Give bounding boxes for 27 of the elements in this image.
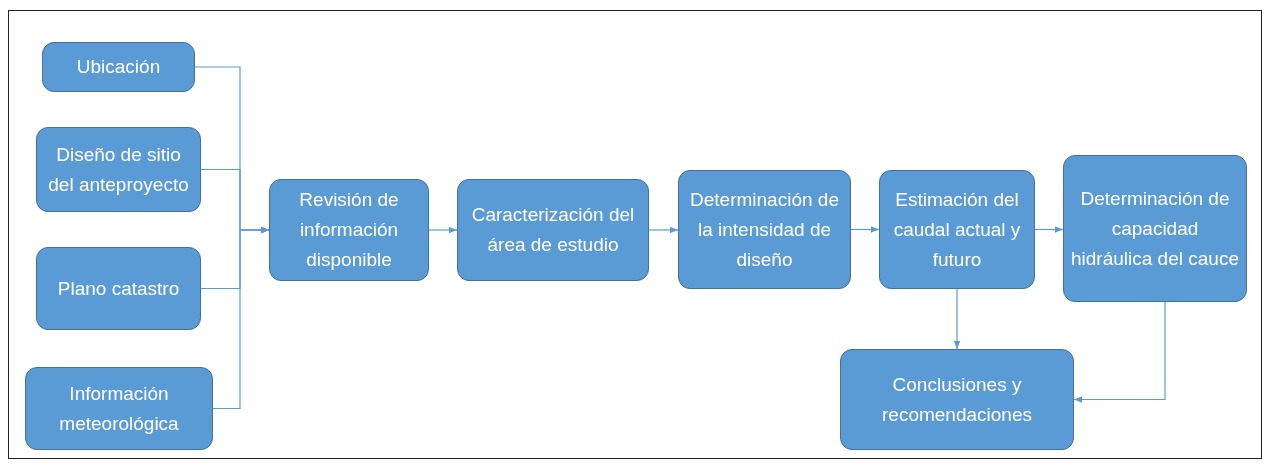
process-box xyxy=(457,179,649,281)
box-label: Revisión de información disponible xyxy=(298,188,400,272)
process-box xyxy=(1063,155,1247,302)
process-box xyxy=(678,170,851,289)
box-label: Conclusiones y recomendaciones xyxy=(881,372,1033,427)
process-box xyxy=(42,42,195,92)
box-label: Plano catastro xyxy=(57,276,180,301)
box-label: Caracterización del área de estudio xyxy=(470,203,636,257)
box-label: Información meteorológica xyxy=(58,381,180,436)
process-box xyxy=(840,349,1074,450)
box-label: Ubicación xyxy=(76,55,161,79)
process-box xyxy=(879,170,1035,289)
process-box xyxy=(36,247,201,330)
box-label: Diseño de sitio del anteproyecto xyxy=(47,142,190,197)
arrow xyxy=(953,288,961,350)
arrow xyxy=(1034,226,1064,233)
box-label: Determinación de capacidad hidráulica del cauce xyxy=(1070,186,1240,271)
arrow xyxy=(212,226,270,410)
arrow xyxy=(1073,301,1166,403)
process-box xyxy=(269,179,429,281)
process-box xyxy=(36,127,201,212)
arrow xyxy=(850,226,880,233)
box-label: Estimación del caudal actual y futuro xyxy=(892,187,1022,272)
process-box xyxy=(25,367,213,450)
arrow xyxy=(648,226,679,234)
box-label: Determinación de la intensidad de diseño xyxy=(689,187,840,272)
arrow xyxy=(428,226,458,234)
